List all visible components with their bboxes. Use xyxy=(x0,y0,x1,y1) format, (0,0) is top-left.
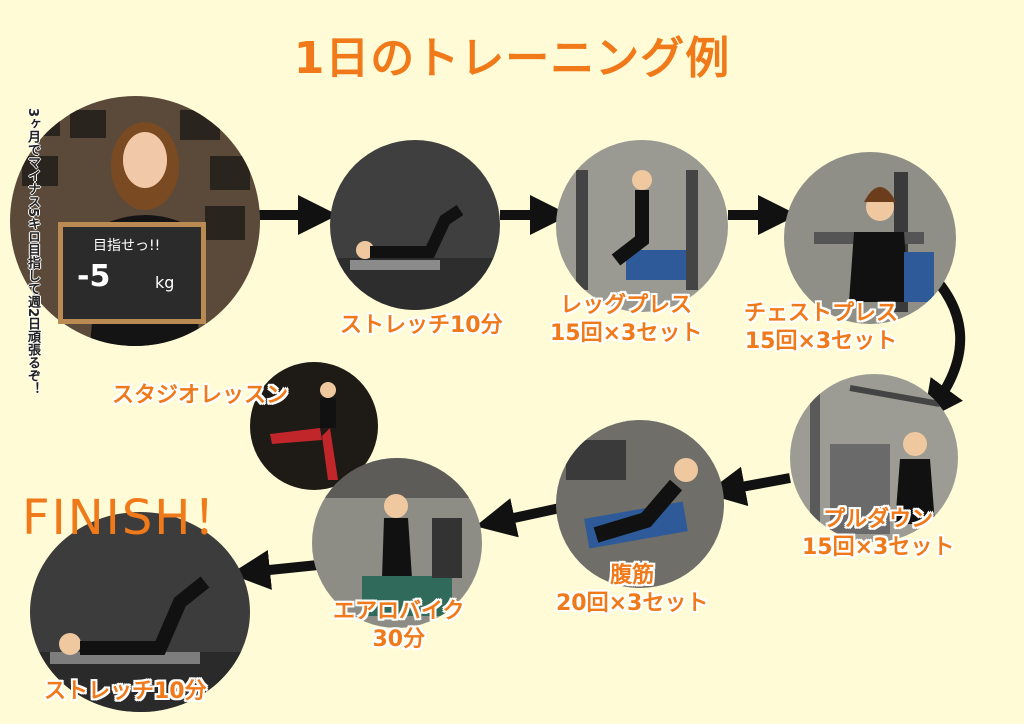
arrow-abs-to-bike xyxy=(475,498,562,538)
chalkboard-line3: kg xyxy=(155,273,175,292)
arrow-pulldown-to-abs xyxy=(705,466,791,507)
step-label-pulldown: プルダウン 15回×3セット xyxy=(802,507,955,560)
chalkboard-line2: -5 xyxy=(77,259,111,294)
pulldown-illustration xyxy=(790,374,958,542)
step-label-stretch: ストレッチ10分 xyxy=(340,313,503,338)
step-photo-abs xyxy=(556,420,724,588)
step-photo-chest-press xyxy=(784,152,956,324)
step-photo-stretch xyxy=(330,140,500,310)
step-label-aero-bike: エアロバイク 30分 xyxy=(333,599,465,652)
step-photo-pulldown xyxy=(790,374,958,542)
arrow-bike-to-stretch xyxy=(230,550,319,590)
stretch-illustration xyxy=(330,140,500,310)
step-label-abs: 腹筋 20回×3セット xyxy=(556,563,709,616)
step-photo-leg-press xyxy=(556,140,728,312)
chalkboard-sign: 目指せっ!! -5 kg xyxy=(58,222,206,324)
chest-press-illustration xyxy=(784,152,956,324)
finish-label: FINISH！ xyxy=(22,490,243,546)
abs-illustration xyxy=(556,420,724,588)
intro-note: 3ヶ月でマイナス5キロ目指して週2日頑張るぞ！ xyxy=(25,108,40,396)
page-title: 1日のトレーニング例 xyxy=(293,33,731,84)
leg-press-illustration xyxy=(556,140,728,312)
chalkboard-line1: 目指せっ!! xyxy=(93,238,161,254)
step-label-chest-press: チェストプレス 15回×3セット xyxy=(744,301,899,354)
step-label-leg-press: レッグプレス 15回×3セット xyxy=(550,293,703,346)
step-label-studio-lesson: スタジオレッスン xyxy=(112,383,289,408)
step-label-final-stretch: ストレッチ10分 xyxy=(44,679,207,704)
